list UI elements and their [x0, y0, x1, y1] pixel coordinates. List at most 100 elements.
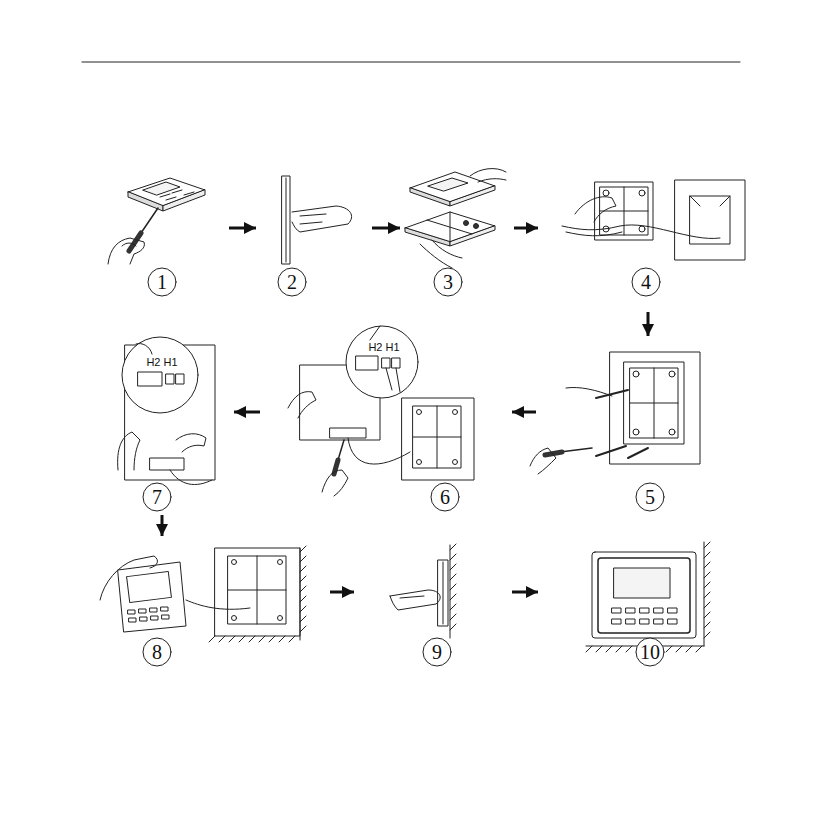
step6-part [370, 326, 380, 340]
step3-figure [405, 169, 506, 268]
step4-figure [562, 180, 745, 260]
step10-part [598, 558, 690, 633]
step-panel: 4 [540, 165, 750, 310]
step10-part [592, 552, 696, 638]
step-panel: 5 [538, 338, 720, 513]
step4-part [603, 190, 609, 196]
step5-part [624, 362, 684, 444]
step5-part [669, 371, 675, 377]
step5-part [669, 429, 675, 435]
step6-part [330, 428, 366, 438]
step-number: 8 [152, 642, 162, 662]
step1-part [122, 243, 136, 246]
step5-part [630, 368, 678, 438]
step3-part [450, 186, 495, 206]
step-number: 6 [440, 487, 450, 507]
step7-part [138, 372, 162, 386]
step-number: 3 [443, 272, 453, 292]
step-number: 1 [157, 272, 167, 292]
step6-part [402, 398, 474, 480]
illustration-group [82, 62, 745, 666]
step3-part [410, 172, 495, 202]
step7-part [176, 434, 206, 452]
step4-part [600, 187, 648, 235]
step4-part [675, 180, 745, 260]
step1-part [184, 192, 194, 195]
step-number: 4 [641, 272, 651, 292]
step7-part [166, 374, 174, 384]
step10-part [704, 542, 710, 638]
step-panel: 10 [540, 538, 730, 668]
step2-part [292, 206, 352, 232]
flow-arrow [234, 411, 260, 414]
step1-part [172, 190, 182, 193]
step6-part [396, 368, 400, 392]
step4-part [639, 226, 645, 232]
step5-figure [530, 352, 700, 474]
step10-part [612, 608, 677, 624]
step7-figure [118, 337, 215, 485]
flow-arrow [512, 411, 536, 414]
step5-part [596, 390, 628, 398]
step7-part [118, 432, 140, 470]
step10-part [668, 608, 677, 613]
step1-part [166, 197, 176, 200]
step-number: 7 [152, 487, 162, 507]
step5-part [630, 403, 678, 404]
step7-part [122, 337, 198, 413]
step-panel: 3 [402, 165, 512, 300]
step1-part [143, 182, 180, 195]
step9-part [390, 590, 440, 610]
step2-part [300, 214, 326, 224]
step1-part [129, 233, 141, 251]
number-circle [431, 483, 459, 511]
step4-part [639, 190, 645, 196]
step9-part [400, 596, 424, 598]
step4-part [600, 211, 648, 212]
step10-part [626, 619, 635, 624]
step-panel: 2 [258, 165, 370, 300]
step9-figure [390, 544, 456, 638]
step6-part [413, 437, 461, 438]
number-circle [143, 483, 171, 511]
step-panel: 8 [95, 538, 328, 668]
number-circle [636, 483, 664, 511]
step3-part [474, 224, 479, 229]
step6-figure [288, 326, 474, 496]
step6-part [386, 368, 392, 390]
step6-part [417, 410, 422, 415]
step3-part [464, 221, 469, 226]
step8-part [129, 618, 136, 622]
step8-part [186, 600, 250, 609]
flow-arrow [372, 227, 400, 230]
step8-part [161, 607, 168, 611]
step5-part [633, 371, 639, 377]
number-circle [423, 638, 451, 666]
step7-part [170, 470, 212, 485]
step6-part [288, 392, 316, 418]
step6-part [392, 358, 400, 368]
step8-part [162, 615, 169, 619]
step6-part [338, 440, 344, 460]
step6-part [453, 460, 458, 465]
step5-part [633, 429, 639, 435]
step7-part [150, 458, 184, 470]
step10-part [654, 608, 663, 613]
step8-part [278, 616, 283, 621]
step3-part [450, 212, 451, 242]
step8-part [228, 556, 286, 624]
step-number: 10 [640, 642, 660, 662]
step6-part [346, 326, 418, 398]
step8-part [128, 607, 169, 622]
step4-part [690, 196, 700, 206]
step5-part [628, 448, 648, 458]
step8-part [140, 617, 147, 621]
number-circle [632, 268, 660, 296]
flow-arrow [512, 591, 538, 594]
step4-part [575, 197, 616, 222]
flow-arrow [647, 312, 650, 336]
step5-part [596, 446, 626, 456]
number-circle [434, 268, 462, 296]
